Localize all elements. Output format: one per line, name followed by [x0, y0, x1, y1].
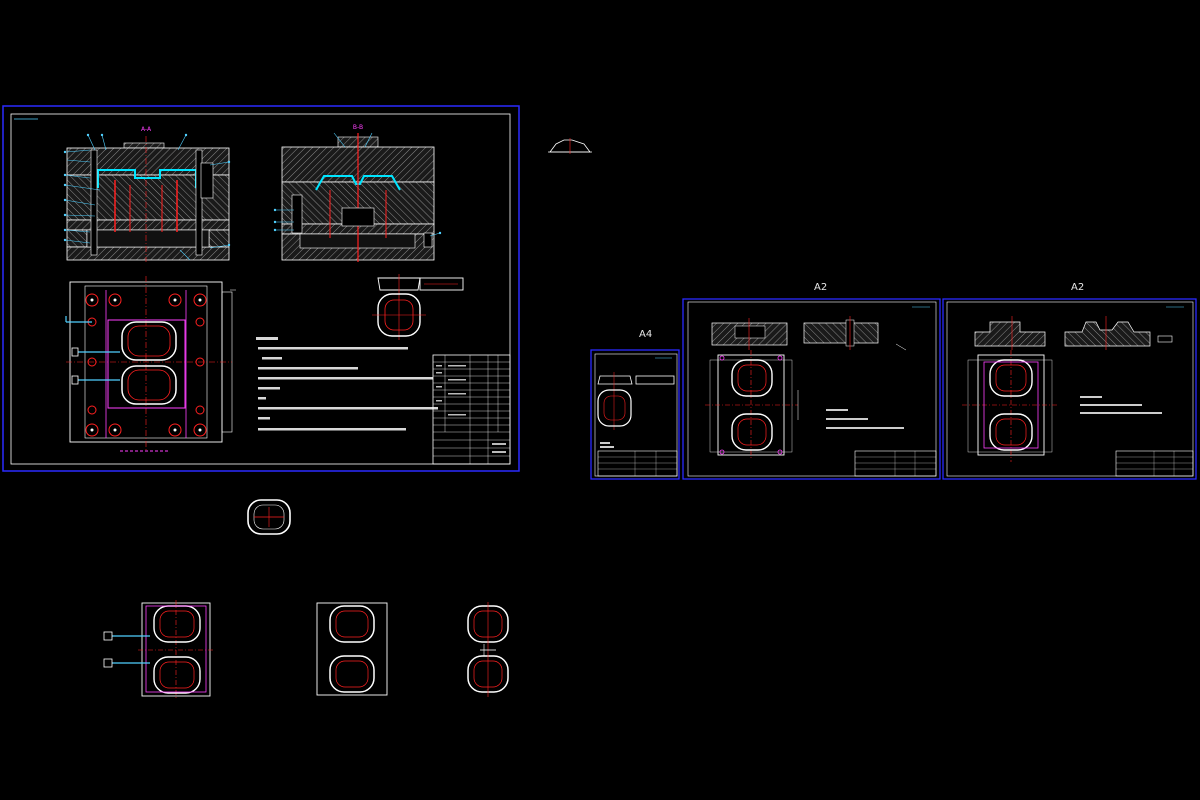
a4-sheet-outer-frame	[590, 349, 680, 480]
section-view-a-a[interactable]: A-A	[63, 126, 231, 262]
a2-sheet-1-outer-frame	[682, 298, 941, 480]
section-label-a-a: A-A	[141, 126, 152, 133]
sheet-label-a2-second: A2	[1071, 282, 1085, 293]
assembly-sheet-inner-frame	[10, 113, 511, 465]
a2-sheet-1-inner-frame	[687, 301, 937, 477]
assembly-sheet-outer-frame	[2, 105, 520, 472]
a2-sheet-2[interactable]	[942, 298, 1197, 480]
loose-part-top[interactable]	[548, 138, 592, 154]
part-detail-view[interactable]	[372, 274, 464, 340]
plan-view[interactable]	[65, 276, 236, 452]
section-label-b-b: B-B	[353, 124, 363, 131]
assembly-title-block	[432, 354, 511, 465]
a4-sheet[interactable]	[590, 349, 680, 480]
assembly-sheet[interactable]: A-A	[2, 105, 520, 472]
loose-core-pair[interactable]	[467, 602, 509, 697]
a2-sheet-2-inner-frame	[946, 301, 1194, 477]
loose-cavity-plate-with-runners[interactable]	[103, 600, 214, 700]
technical-notes-block	[256, 337, 438, 431]
a2-sheet-2-outer-frame	[942, 298, 1197, 480]
sheet-label-a4: A4	[639, 329, 653, 340]
a2-sheet-1[interactable]	[682, 298, 941, 480]
sheet-label-a2-first: A2	[814, 282, 828, 293]
loose-part-outline[interactable]	[247, 499, 291, 535]
loose-cavity-plate[interactable]	[316, 602, 388, 696]
section-view-b-b[interactable]: B-B	[273, 124, 442, 262]
a4-sheet-inner-frame	[594, 353, 678, 477]
